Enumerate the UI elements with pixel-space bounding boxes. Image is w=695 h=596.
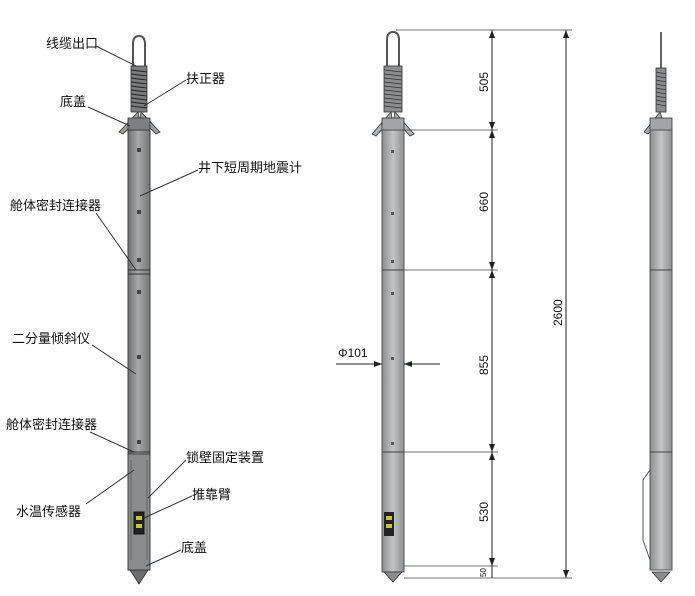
bottom-tip (129, 569, 149, 585)
label-inclinometer: 二分量倾斜仪 (12, 332, 90, 347)
spring (130, 65, 148, 113)
dim-seg4: 530 (477, 502, 491, 522)
label-bottom-cover-bottom: 底盖 (181, 540, 207, 556)
label-connector-upper: 舱体密封连接器 (10, 198, 101, 214)
dim-diameter: Φ101 (338, 346, 368, 360)
label-seismometer: 井下短周期地震计 (198, 161, 302, 176)
label-wall-lock: 锁壁固定装置 (186, 450, 264, 466)
left-labels: 线缆出口 扶正器 底盖 井下短周期地震计 舱体密封连接器 二分量倾斜仪 舱体密封… (6, 36, 302, 567)
label-water-temp-sensor: 水温传感器 (16, 504, 81, 520)
label-bottom-cover-top: 底盖 (60, 94, 86, 110)
label-centralizer: 扶正器 (186, 72, 225, 87)
dim-total: 2600 (551, 299, 565, 326)
right-instrument (642, 32, 673, 583)
dim-seg3: 855 (477, 355, 491, 375)
dim-seg5: 50 (479, 568, 488, 577)
label-connector-lower: 舱体密封连接器 (6, 417, 97, 433)
label-push-arm: 推靠臂 (192, 488, 231, 503)
dim-seg1: 505 (477, 72, 491, 92)
cable-outlet-loop (132, 34, 146, 66)
dimensions: 505 660 855 530 50 2600 Φ101 (336, 29, 572, 579)
top-cover (127, 117, 151, 131)
dim-seg2: 660 (477, 192, 491, 212)
label-cable-outlet: 线缆出口 (46, 36, 98, 52)
left-instrument (118, 34, 161, 585)
water-temp-sensor-block (133, 511, 145, 535)
middle-instrument (371, 30, 415, 583)
